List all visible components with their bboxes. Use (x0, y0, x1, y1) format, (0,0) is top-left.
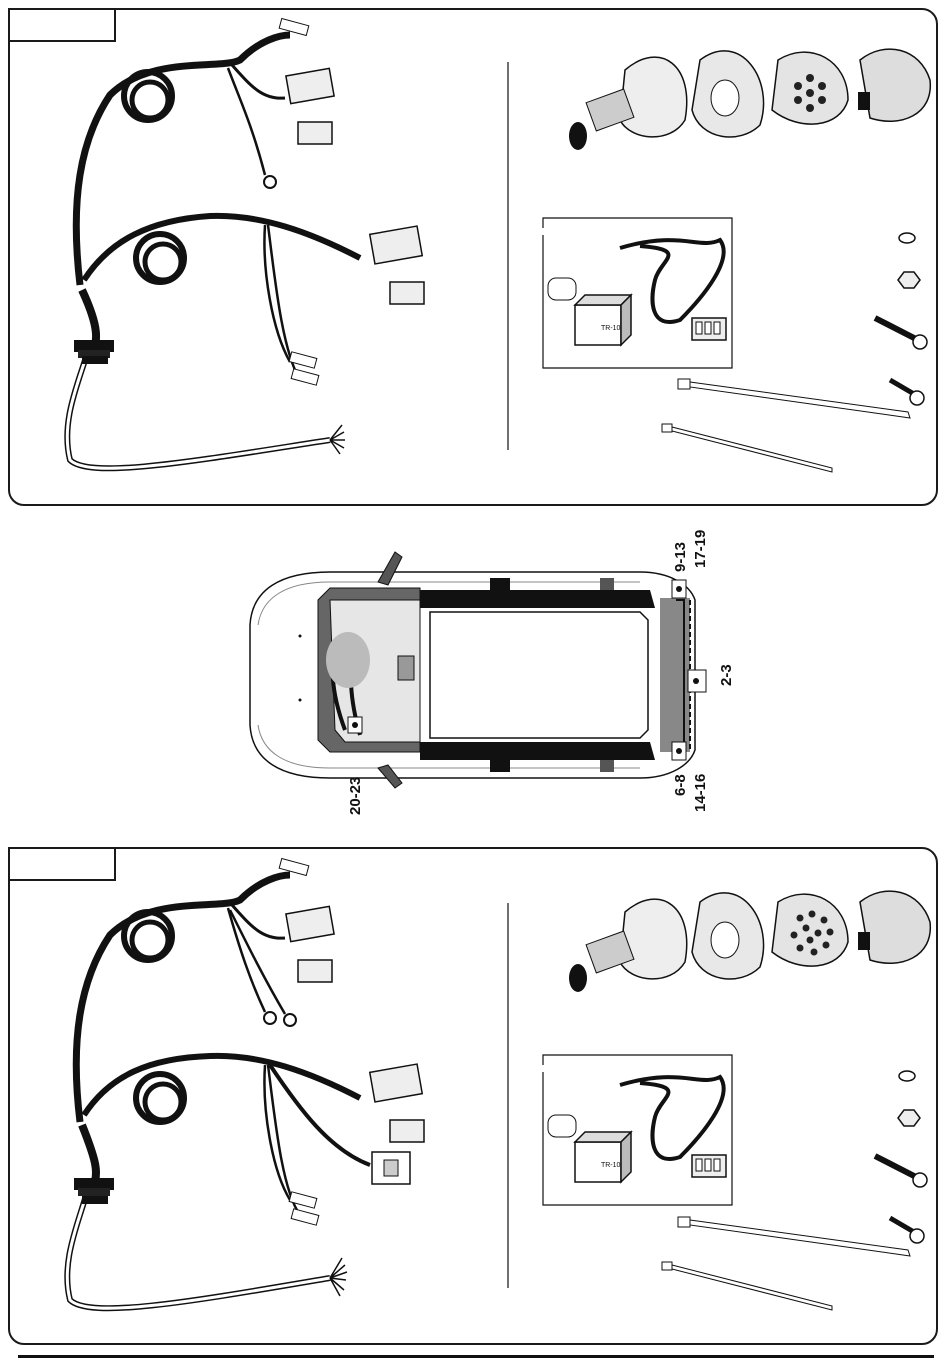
kit-a-hardware (662, 233, 927, 472)
callout-20-23: 20-23 (347, 777, 364, 815)
callout-6-8: 6-8 (672, 774, 689, 796)
kit-b-relay-kit: TR-10 (543, 1055, 732, 1205)
callout-17-19: 17-19 (692, 530, 709, 568)
kit-a-socket-parts (569, 49, 930, 150)
callout-9-13: 9-13 (672, 542, 689, 572)
kit-a-relay-kit: TR-10 (543, 218, 732, 368)
kit-a-wiring-harness (67, 19, 424, 469)
callout-14-16: 14-16 (692, 774, 709, 812)
callout-2-3: 2-3 (718, 664, 735, 686)
kit-b-socket-parts (569, 891, 930, 992)
vehicle-top-view (250, 552, 706, 788)
kit-a-relay-label: TR-10 (601, 325, 621, 332)
kit-b-hardware (662, 1071, 927, 1310)
kit-b-wiring-harness (67, 859, 424, 1309)
footer-rule (18, 1355, 934, 1358)
kit-b-relay-label: TR-10 (601, 1162, 621, 1169)
